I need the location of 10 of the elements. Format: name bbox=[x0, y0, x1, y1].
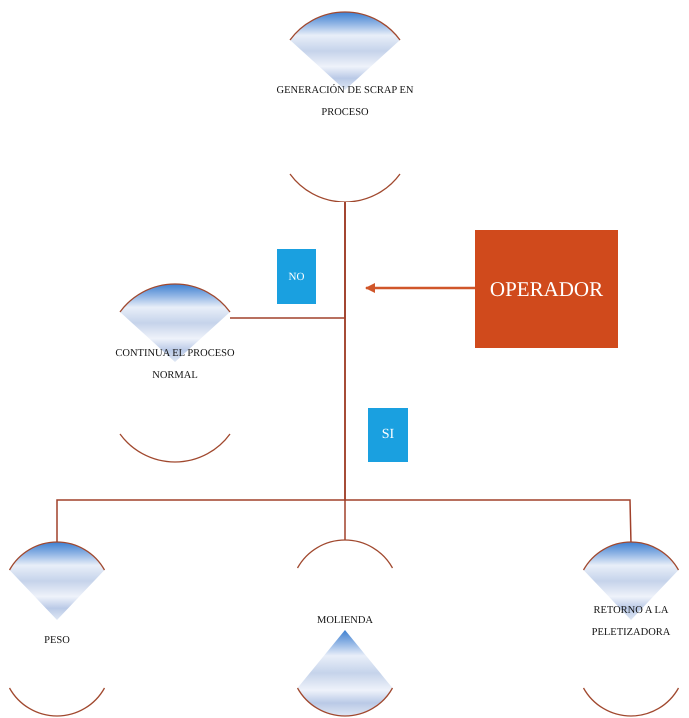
connector bbox=[344, 202, 632, 544]
node-label: PESO bbox=[43, 634, 71, 648]
node-label: RETORNO A LA PELETIZADORA bbox=[590, 604, 672, 640]
node-label: MOLIENDA bbox=[316, 614, 374, 628]
decision-label-box: SI bbox=[368, 408, 408, 462]
actor-box: OPERADOR bbox=[475, 230, 618, 348]
decision-label-box: NO bbox=[277, 249, 316, 304]
node-label: CONTINUA EL PROCESO NORMAL bbox=[114, 347, 236, 383]
connector bbox=[365, 283, 475, 293]
node-label: GENERACIÓN DE SCRAP EN PROCESO bbox=[276, 83, 414, 120]
